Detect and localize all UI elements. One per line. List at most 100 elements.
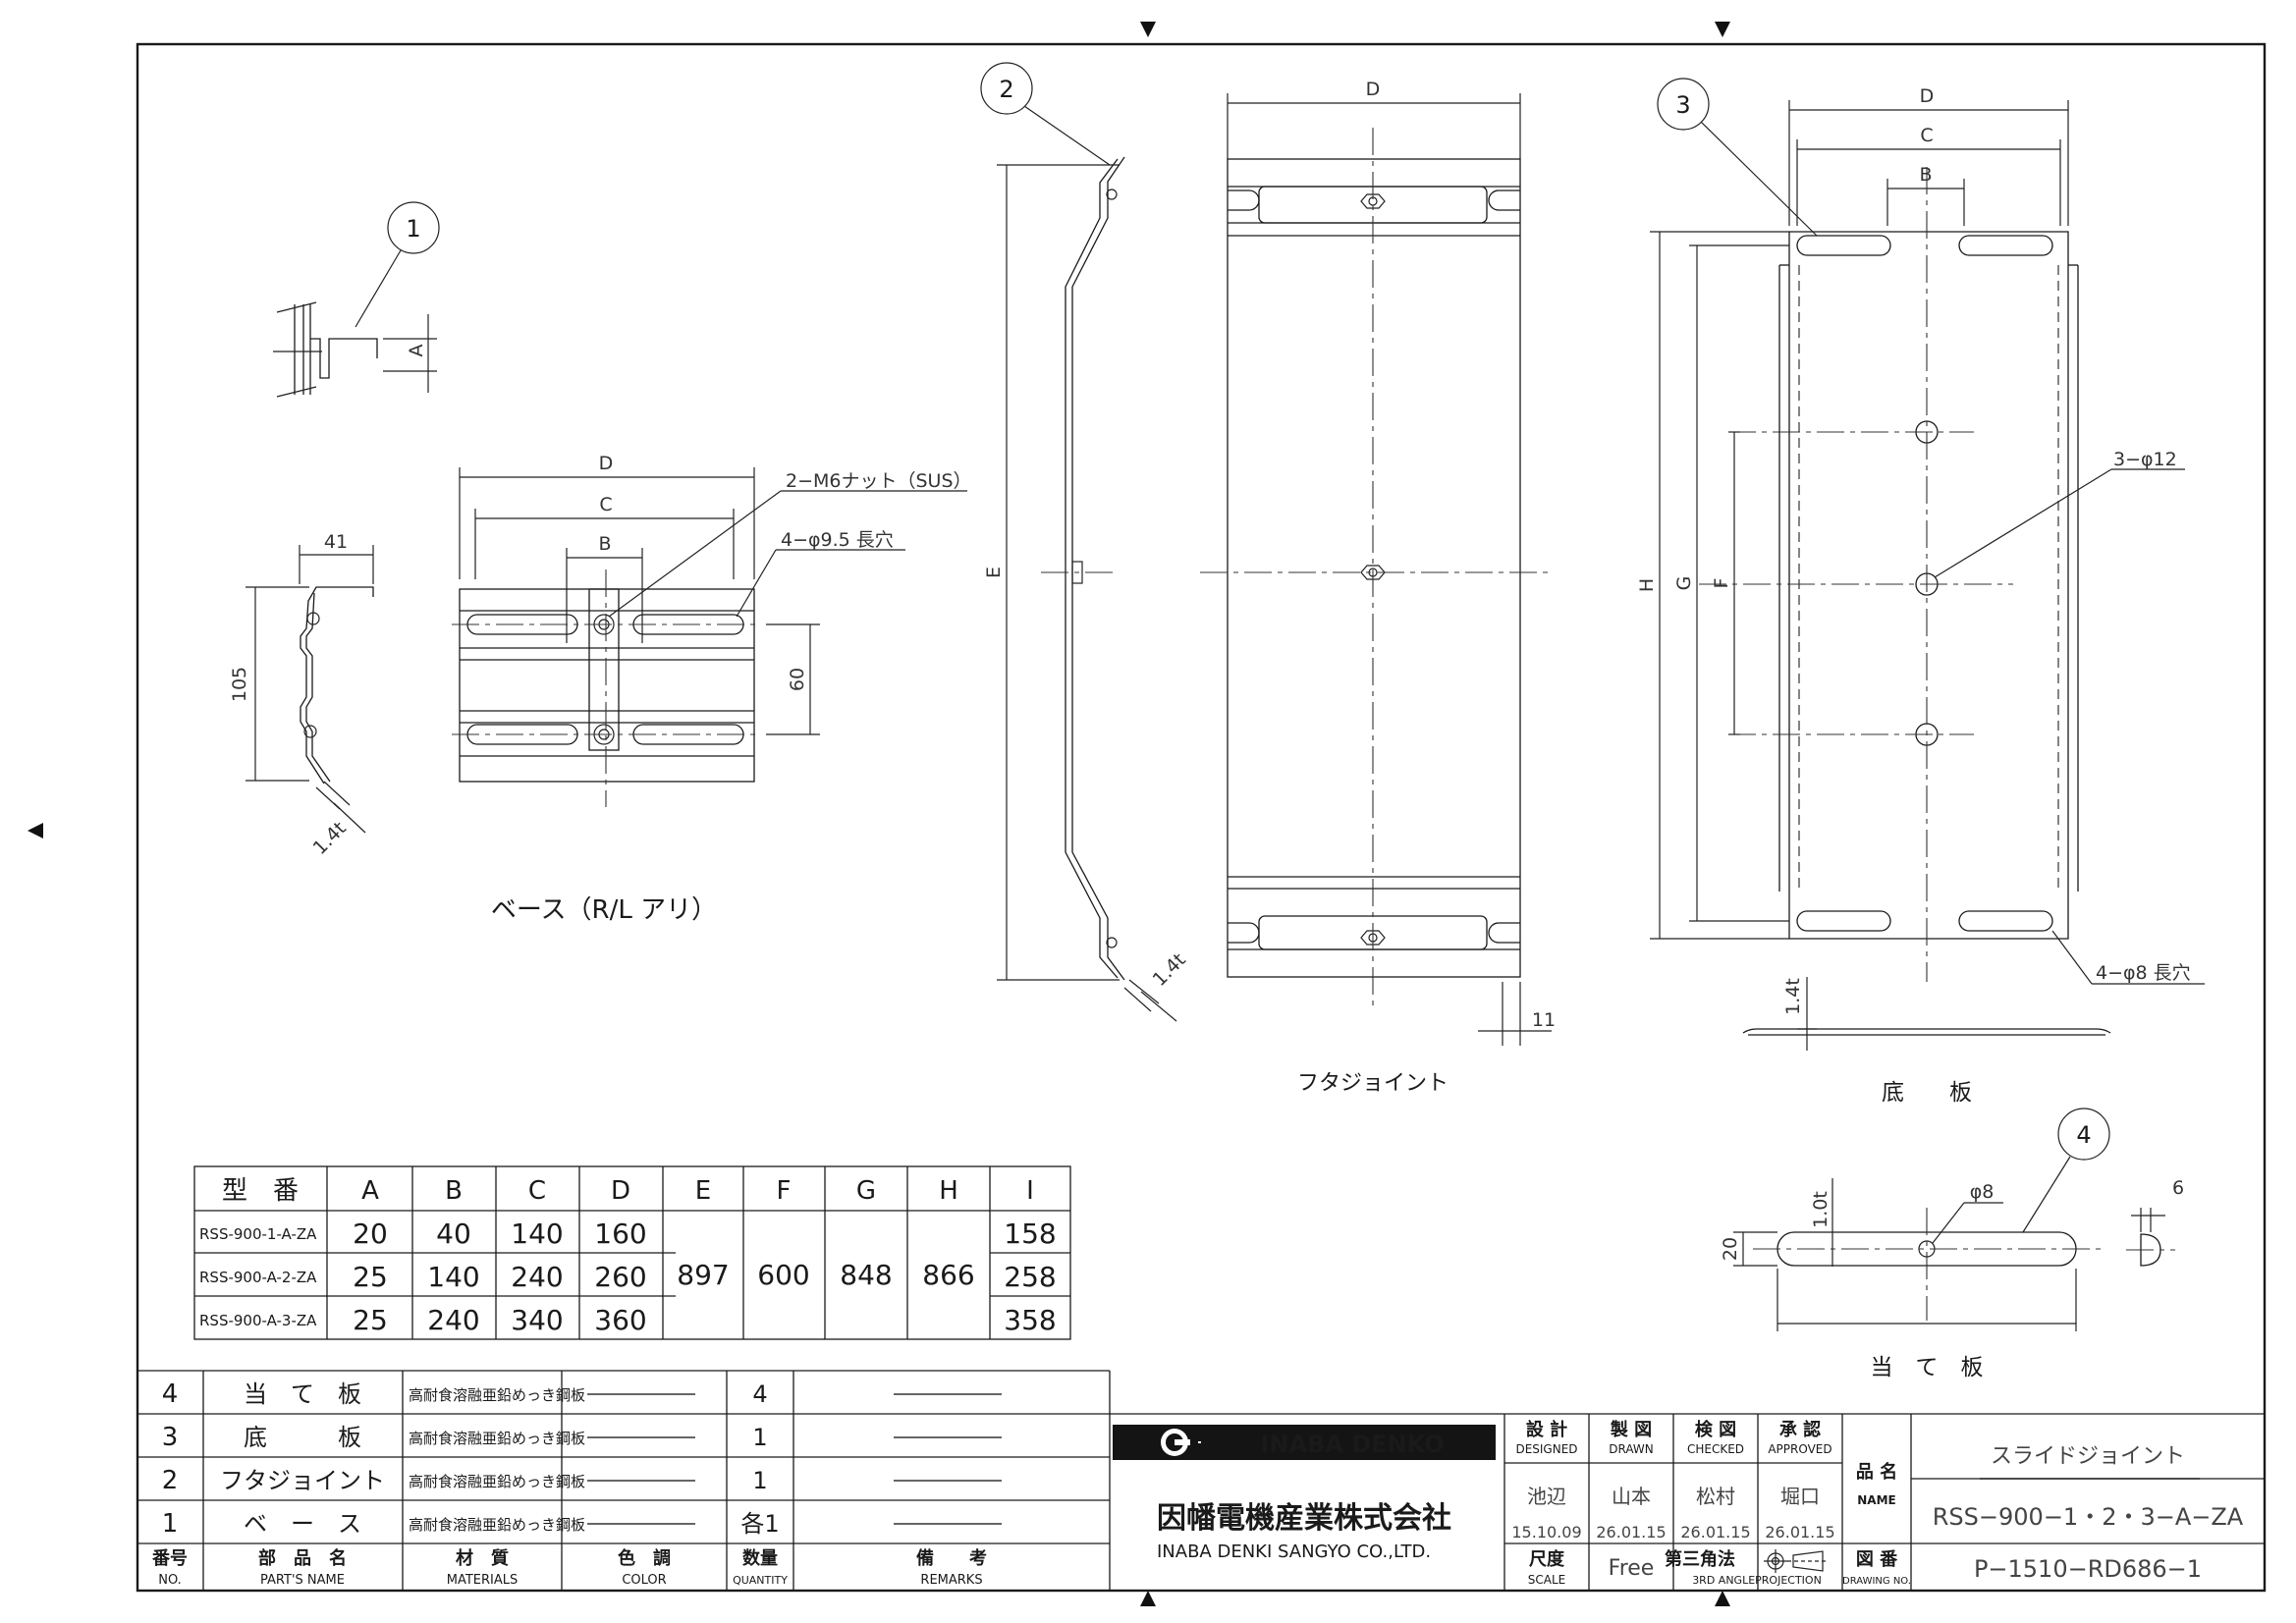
name-label-en: NAME	[1857, 1493, 1895, 1507]
designed-label-jp: 設 計	[1526, 1419, 1567, 1440]
dim-thickness-base: 1.4t	[309, 818, 351, 859]
table-row-3-b: 240	[427, 1304, 479, 1336]
parts-row-2-name: フタジョイント	[220, 1467, 385, 1494]
dim-e: E	[983, 567, 1005, 578]
parts-row-3-no: 3	[162, 1423, 179, 1452]
title-block: INABA DENKO 因幡電機産業株式会社 INABA DENKI SANGY…	[1110, 1413, 2265, 1591]
checked-date: 26.01.15	[1680, 1523, 1750, 1542]
drawn-label-jp: 製 図	[1610, 1420, 1652, 1440]
header-no-jp: 番号	[151, 1548, 188, 1569]
dim-hole-pad: φ8	[1970, 1181, 1995, 1203]
dim-d-cover: D	[1366, 79, 1381, 100]
drawing-no-label-jp: 図 番	[1856, 1549, 1898, 1570]
parts-row-3-name: 底 板	[244, 1424, 361, 1451]
table-shared-e: 897	[677, 1259, 729, 1291]
note-slots-bottom: 4−φ8 長穴	[2096, 962, 2191, 984]
dim-a: A	[406, 345, 427, 357]
designed-label-en: DESIGNED	[1515, 1442, 1577, 1456]
approved-label-jp: 承 認	[1779, 1419, 1821, 1440]
table-header-a: A	[361, 1176, 379, 1206]
header-name-en: PART'S NAME	[260, 1573, 345, 1588]
dim-105: 105	[229, 667, 250, 702]
dim-60: 60	[787, 668, 808, 691]
part1-detail-view: 1 A	[273, 201, 440, 398]
company-name-en: INABA DENKI SANGYO CO.,LTD.	[1157, 1542, 1431, 1562]
scale-label-en: SCALE	[1528, 1573, 1565, 1587]
cover-side-view: 2 E 1.4t	[980, 62, 1190, 1022]
table-row-1-a: 20	[353, 1217, 388, 1250]
note-slot-base: 4−φ9.5 長穴	[781, 529, 894, 551]
name-label-jp: 品 名	[1856, 1461, 1897, 1483]
scale-label-jp: 尺度	[1529, 1548, 1565, 1570]
dim-f: F	[1711, 578, 1732, 589]
dim-11: 11	[1532, 1009, 1556, 1031]
parts-row-2-material: 高耐食溶融亜鉛めっき鋼板	[409, 1473, 585, 1490]
parts-row-3-material: 高耐食溶融亜鉛めっき鋼板	[409, 1430, 585, 1447]
base-side-view: 41 105 1.4t	[229, 531, 374, 859]
parts-row-4-no: 4	[162, 1380, 179, 1409]
table-row-2-i: 258	[1004, 1261, 1056, 1293]
table-row-2-d: 260	[594, 1261, 646, 1293]
dim-d-bottom: D	[1920, 85, 1935, 107]
parts-row-4-qty: 4	[752, 1380, 767, 1408]
company-name-jp: 因幡電機産業株式会社	[1157, 1501, 1451, 1536]
dim-thickness-pad: 1.0t	[1810, 1191, 1831, 1228]
drawing-number: P−1510−RD686−1	[1974, 1555, 2202, 1583]
header-material-en: MATERIALS	[447, 1573, 519, 1588]
drawing-no-label-en: DRAWING NO.	[1842, 1576, 1911, 1587]
checked-name: 松村	[1696, 1485, 1735, 1508]
table-row-3-model: RSS-900-A-3-ZA	[199, 1312, 317, 1329]
header-qty-en: QUANTITY	[733, 1574, 788, 1587]
parts-row-4-material: 高耐食溶融亜鉛めっき鋼板	[409, 1386, 585, 1404]
dim-c-bottom: C	[1920, 125, 1933, 146]
parts-row-1-material: 高耐食溶融亜鉛めっき鋼板	[409, 1516, 585, 1534]
header-name-jp: 部 品 名	[258, 1547, 347, 1569]
header-remarks-en: REMARKS	[920, 1573, 982, 1588]
approved-label-en: APPROVED	[1768, 1442, 1831, 1456]
dim-d-base: D	[599, 453, 614, 474]
table-row-3-a: 25	[353, 1304, 388, 1336]
parts-row-2-qty: 1	[752, 1467, 767, 1494]
dim-b-bottom: B	[1919, 164, 1932, 186]
header-material-jp: 材 質	[456, 1547, 509, 1569]
checked-label-en: CHECKED	[1687, 1442, 1744, 1456]
header-color-jp: 色 調	[618, 1547, 671, 1569]
note-nut: 2−M6ナット（SUS）	[786, 470, 972, 492]
table-header-c: C	[528, 1176, 546, 1206]
table-header-e: E	[695, 1176, 711, 1206]
designed-date: 15.10.09	[1511, 1523, 1581, 1542]
approved-date: 26.01.15	[1765, 1523, 1834, 1542]
cover-view-title: フタジョイント	[1297, 1071, 1449, 1096]
table-shared-h: 866	[922, 1259, 974, 1291]
table-row-1-model: RSS-900-1-A-ZA	[199, 1225, 317, 1243]
base-view-title: ベース（R/L アリ）	[491, 895, 717, 925]
table-header-g: G	[856, 1176, 876, 1206]
drawn-name: 山本	[1612, 1485, 1651, 1508]
dim-20: 20	[1720, 1237, 1741, 1261]
table-row-2-a: 25	[353, 1261, 388, 1293]
checked-label-jp: 検 図	[1695, 1419, 1736, 1440]
drawn-label-en: DRAWN	[1609, 1442, 1654, 1456]
product-name: スライドジョイント	[1991, 1444, 2185, 1469]
centering-marks	[27, 22, 1730, 1606]
callout-3: 3	[1675, 91, 1690, 119]
table-header-i: I	[1026, 1176, 1034, 1206]
parts-row-2-no: 2	[162, 1466, 179, 1495]
projection-label-en: 3RD ANGLEPROJECTION	[1692, 1574, 1822, 1587]
header-remarks-jp: 備 考	[916, 1547, 987, 1569]
scale-value: Free	[1609, 1556, 1655, 1581]
pad-plate-view: 4 φ8 1.0t 20 6 当 て 板	[1720, 1108, 2184, 1380]
dim-h: H	[1636, 578, 1658, 592]
pad-view-title: 当 て 板	[1871, 1355, 1984, 1380]
table-header-h: H	[939, 1176, 958, 1206]
header-qty-jp: 数量	[742, 1547, 778, 1569]
parts-row-1-qty: 各1	[740, 1510, 779, 1538]
table-row-3-i: 358	[1004, 1304, 1056, 1336]
table-row-1-b: 40	[436, 1217, 471, 1250]
dim-b-base: B	[598, 533, 611, 555]
dimension-table: 型 番 A B C D E F G H I RSS-900-1-A-ZA RSS…	[193, 1165, 1071, 1340]
table-header-f: F	[777, 1176, 792, 1206]
parts-row-4-name: 当 て 板	[244, 1380, 361, 1408]
table-shared-f: 600	[757, 1259, 809, 1291]
